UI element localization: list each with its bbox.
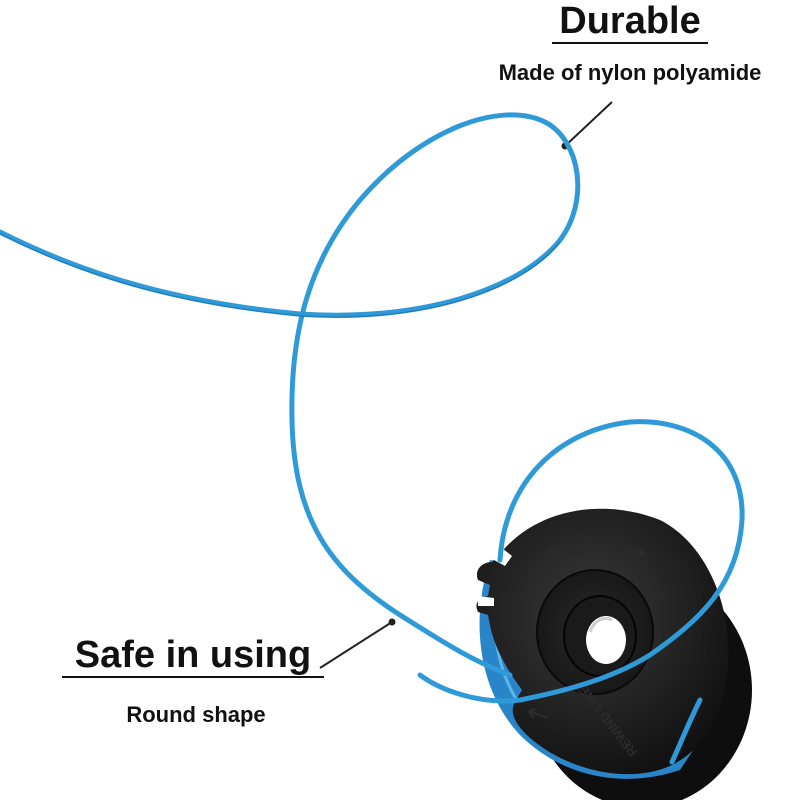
trimmer-line-main bbox=[0, 112, 581, 678]
safe-subtitle: Round shape bbox=[126, 702, 266, 727]
safe-callout: Safe in using bbox=[62, 636, 324, 678]
arrow-top-icon bbox=[624, 546, 646, 559]
safe-title: Safe in using bbox=[74, 634, 312, 676]
durable-callout: Durable bbox=[540, 2, 720, 44]
durable-underline bbox=[552, 42, 708, 44]
durable-title: Durable bbox=[559, 0, 701, 42]
spool-hub-hole bbox=[586, 616, 626, 664]
trimmer-line-main-shade bbox=[0, 233, 561, 318]
trimmer-line-loop bbox=[417, 419, 745, 704]
durable-pointer-line bbox=[564, 101, 613, 147]
durable-subtitle: Made of nylon polyamide bbox=[498, 60, 762, 85]
safe-pointer-line bbox=[319, 621, 393, 669]
safe-pointer-dot bbox=[388, 618, 396, 626]
arrow-bottom-icon bbox=[527, 707, 549, 720]
safe-underline bbox=[62, 676, 324, 678]
spool-notch-left bbox=[478, 596, 494, 606]
spool-hub-hole-shade bbox=[588, 617, 613, 633]
trimmer-line-tail bbox=[669, 697, 703, 765]
spool-model-label: HG-03 bbox=[548, 543, 588, 563]
